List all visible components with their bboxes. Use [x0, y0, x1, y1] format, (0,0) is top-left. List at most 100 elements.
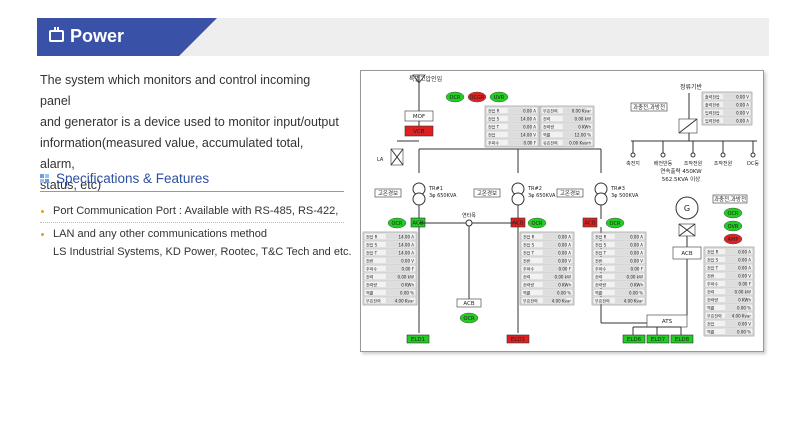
top-meter-a-value-box — [507, 116, 532, 121]
top-meter-b-row-label: 역률 — [543, 131, 551, 137]
rect-meter-value-box — [723, 102, 746, 107]
meter-2-row-label: 전압 T — [523, 249, 535, 255]
meter-2-row-label: 무효전력 — [523, 297, 538, 303]
meter-3-value-box — [614, 242, 639, 247]
top-meter-b-row-label: 무효전력 — [543, 107, 558, 113]
rect-load-breaker — [630, 152, 636, 158]
top-meter-a-row-label: 전압 T — [488, 123, 500, 129]
meter-1-row-value: 4.00 Kvar — [395, 298, 415, 303]
gen-meter-row-value: 0.00 V — [738, 321, 751, 326]
antenna-icon — [412, 74, 426, 84]
meter-1-value-box — [385, 258, 410, 263]
meter-1-row-value: 0 KWh — [401, 282, 414, 287]
rect-meter-row-label: 입력전류 — [705, 117, 720, 123]
top-meter-a-row-label: 전압 R — [488, 107, 500, 113]
vcb-box-label: VCB — [413, 129, 425, 135]
meter-2-row-label: 전류 — [523, 257, 531, 263]
top-meter-a-value-box — [507, 140, 532, 145]
meter-3-row-value: 0.00 V — [630, 258, 643, 263]
meter-1-row-value: 14.00 A — [399, 250, 415, 255]
specs-title: Specifications & Features — [56, 171, 210, 186]
acb-3 — [582, 217, 598, 228]
rect-load-breaker — [660, 152, 666, 158]
gen-alarm-box — [712, 194, 748, 204]
meter-1-value-box — [385, 282, 410, 287]
top-meter-a-row-value: 0.00 A — [523, 124, 536, 129]
tie-label: 연타목 — [462, 212, 476, 219]
ocr-badge-2-label: OCR — [532, 221, 543, 227]
divider — [40, 222, 344, 223]
section-tab-slant — [179, 18, 217, 56]
top-meter-b-row-label: 전력 — [543, 115, 551, 121]
gen-meter-row-label: 역률 — [707, 328, 715, 334]
gen-acb-label: ACB — [681, 251, 693, 257]
meter-3-row-value: 0.00 A — [630, 250, 643, 255]
rect-load-breaker — [750, 152, 756, 158]
meter-2-value-box — [542, 242, 567, 247]
gen-meter-row-label: 전압 S — [707, 256, 719, 262]
gen-meter-value-box — [725, 265, 748, 270]
top-meter-a-row-label: 전압 S — [488, 115, 500, 121]
gen-meter-value-box — [725, 273, 748, 278]
feeder-eld7 — [646, 334, 670, 344]
feeder-eld1 — [406, 334, 430, 344]
transformer-1-secondary — [412, 192, 426, 206]
gen-meter-row-label: 주파수 — [707, 280, 718, 286]
rectifier-label: 정류기반 — [680, 83, 703, 91]
meter-1-row-label: 전압 S — [366, 241, 378, 247]
rect-meter-value-box — [723, 118, 746, 123]
meter-1-row-value: 14.00 A — [399, 234, 415, 239]
gen-meter-row-value: 0.00 V — [738, 273, 751, 278]
rect-meter-value-box — [723, 110, 746, 115]
meter-1-value-box — [385, 234, 410, 239]
tie-node — [465, 219, 473, 227]
rect-meter-row-value: 0.00 V — [736, 94, 749, 99]
meter-1-value-box — [385, 298, 410, 303]
rect-meter-row-label: 입력전압 — [705, 109, 720, 115]
generator-letter: G — [684, 204, 690, 213]
top-meter-b-frame — [539, 105, 595, 148]
meter-2-row-value: 0.00 A — [558, 250, 571, 255]
tie-ocr-badge-label: OCR — [464, 316, 475, 322]
meter-3-row-value: 0.00 A — [630, 242, 643, 247]
temp-alarm-box-label: 고온경보 — [560, 190, 580, 197]
meter-1-value-box — [385, 250, 410, 255]
transformer-3-rating: 3φ 500KVA — [611, 193, 639, 199]
generator-capacity: 562.5KVA 이상 — [662, 175, 700, 183]
meter-3-value-box — [614, 258, 639, 263]
intro-line: and generator is a device used to monito… — [40, 115, 339, 129]
meter-1-value-box — [385, 242, 410, 247]
rect-load-label: 축전지 — [626, 160, 640, 167]
gen-meter-row-value: 0.00 % — [737, 305, 751, 310]
vcb-box — [404, 125, 434, 137]
top-meter-b-row-value: 0 KWh — [578, 124, 591, 129]
rect-alarm-box — [630, 102, 668, 112]
meter-3-value-box — [614, 234, 639, 239]
meter-3-row-label: 전력 — [595, 273, 603, 279]
ats-box-label: ATS — [662, 319, 673, 325]
meter-3-row-value: 0.00 kW — [627, 274, 643, 279]
feeder-eld1b-label: ELD1 — [511, 337, 525, 343]
la-label: LA — [377, 157, 384, 163]
grid-icon — [40, 174, 50, 184]
tie-ocr-badge — [459, 312, 479, 324]
meter-2-value-box — [542, 250, 567, 255]
meter-2-row-label: 주파수 — [523, 265, 534, 271]
top-meter-a-row-value: 14.00 V — [521, 132, 537, 137]
top-meter-a-row-label: 주파수 — [488, 139, 499, 145]
ocr-badge-1-label: OCR — [392, 221, 403, 227]
top-meter-b-row-label: 전력량 — [543, 123, 554, 129]
rect-meter-value-box — [723, 94, 746, 99]
meter-3-row-label: 역률 — [595, 289, 603, 295]
meter-2-row-label: 역률 — [523, 289, 531, 295]
tie-acb — [456, 298, 482, 308]
meter-2-value-box — [542, 274, 567, 279]
gen-meter-row-label: 전류 — [707, 272, 715, 278]
transformer-1-label: TR#1 — [428, 186, 443, 192]
intro-line: The system which monitors and control in… — [40, 73, 311, 108]
gen-meter-row-value: 0.00 A — [738, 265, 751, 270]
top-meter-a-value-box — [507, 124, 532, 129]
section-header: Power — [37, 18, 769, 56]
meter-3-row-label: 전류 — [595, 257, 603, 263]
tie-acb-label: ACB — [463, 301, 475, 307]
